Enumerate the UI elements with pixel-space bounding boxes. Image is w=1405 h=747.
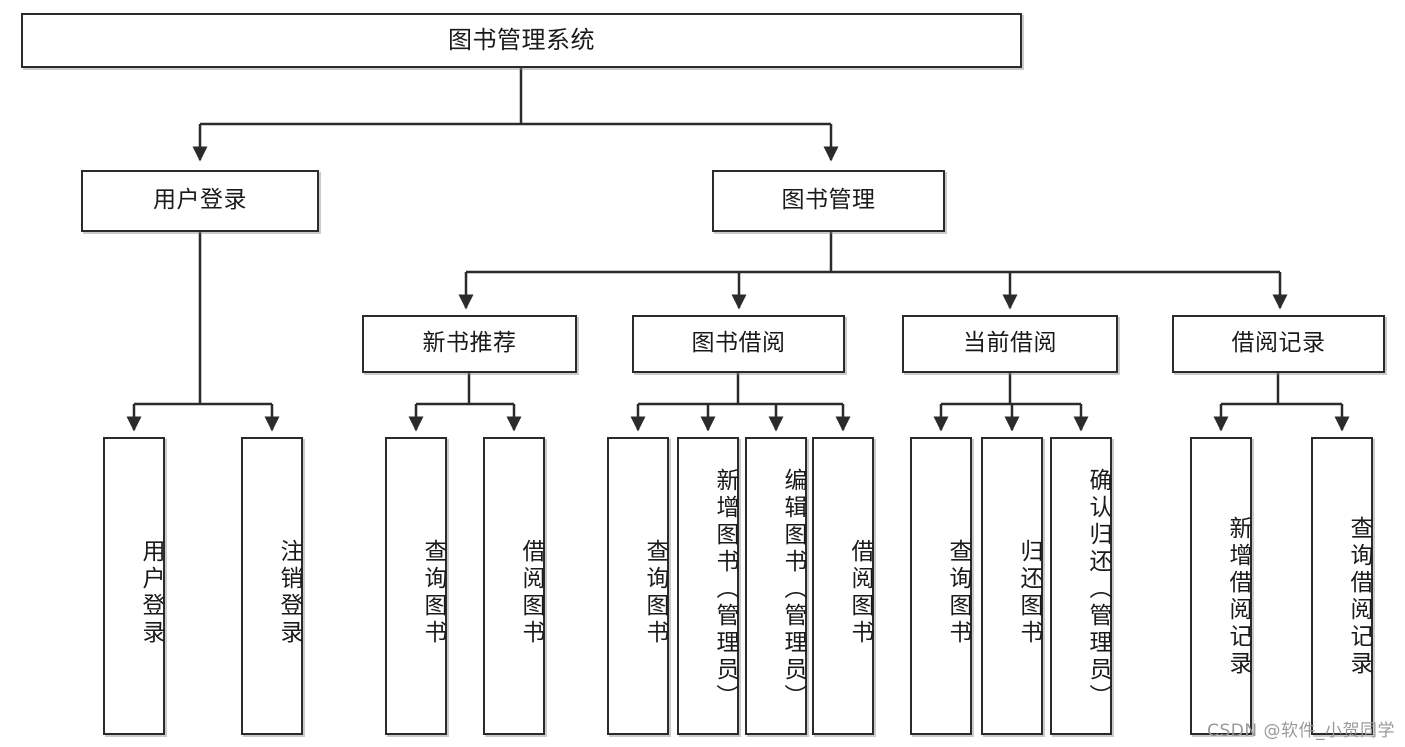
node-leaf-confirm-return[interactable]: 确认归还（管理员） — [1050, 437, 1112, 735]
node-leaf-borrow-book-2-label: 借阅图书 — [847, 539, 873, 647]
node-leaf-user-logout-label: 注销登录 — [276, 539, 302, 647]
node-leaf-query-book-3[interactable]: 查询图书 — [910, 437, 972, 735]
watermark-text: CSDN @软件_小贺同学 — [1207, 721, 1395, 741]
node-leaf-query-book-1[interactable]: 查询图书 — [385, 437, 447, 735]
node-borrow-record-label: 借阅记录 — [1231, 330, 1326, 357]
node-leaf-add-book-label: 新增图书（管理员） — [712, 467, 738, 711]
node-leaf-query-book-2[interactable]: 查询图书 — [607, 437, 669, 735]
node-leaf-query-record[interactable]: 查询借阅记录 — [1311, 437, 1373, 735]
node-leaf-query-book-3-label: 查询图书 — [945, 539, 971, 647]
node-leaf-user-logout[interactable]: 注销登录 — [241, 437, 303, 735]
node-leaf-edit-book-label: 编辑图书（管理员） — [780, 467, 806, 711]
node-leaf-borrow-book-2[interactable]: 借阅图书 — [812, 437, 874, 735]
node-book-borrow[interactable]: 图书借阅 — [632, 315, 845, 373]
node-leaf-query-book-2-label: 查询图书 — [642, 539, 668, 647]
node-leaf-add-record[interactable]: 新增借阅记录 — [1190, 437, 1252, 735]
node-new-book-recommend-label: 新书推荐 — [422, 330, 517, 357]
node-current-borrow[interactable]: 当前借阅 — [902, 315, 1118, 373]
node-user-login-label: 用户登录 — [153, 187, 247, 214]
node-leaf-confirm-return-label: 确认归还（管理员） — [1085, 467, 1111, 711]
node-leaf-query-record-label: 查询借阅记录 — [1346, 516, 1372, 678]
node-leaf-edit-book[interactable]: 编辑图书（管理员） — [745, 437, 807, 735]
node-borrow-record[interactable]: 借阅记录 — [1172, 315, 1385, 373]
node-book-management[interactable]: 图书管理 — [712, 170, 945, 232]
node-book-borrow-label: 图书借阅 — [691, 330, 786, 357]
node-leaf-query-book-1-label: 查询图书 — [420, 539, 446, 647]
node-user-login[interactable]: 用户登录 — [81, 170, 319, 232]
node-leaf-user-login[interactable]: 用户登录 — [103, 437, 165, 735]
node-root[interactable]: 图书管理系统 — [21, 13, 1022, 68]
node-leaf-return-book-label: 归还图书 — [1016, 539, 1042, 647]
node-leaf-borrow-book-1-label: 借阅图书 — [518, 539, 544, 647]
node-leaf-return-book[interactable]: 归还图书 — [981, 437, 1043, 735]
node-new-book-recommend[interactable]: 新书推荐 — [362, 315, 577, 373]
node-leaf-add-record-label: 新增借阅记录 — [1225, 516, 1251, 678]
node-leaf-borrow-book-1[interactable]: 借阅图书 — [483, 437, 545, 735]
node-leaf-add-book[interactable]: 新增图书（管理员） — [677, 437, 739, 735]
node-leaf-user-login-label: 用户登录 — [138, 539, 164, 647]
node-book-management-label: 图书管理 — [781, 187, 876, 214]
node-root-label: 图书管理系统 — [448, 26, 595, 55]
node-current-borrow-label: 当前借阅 — [963, 330, 1057, 357]
